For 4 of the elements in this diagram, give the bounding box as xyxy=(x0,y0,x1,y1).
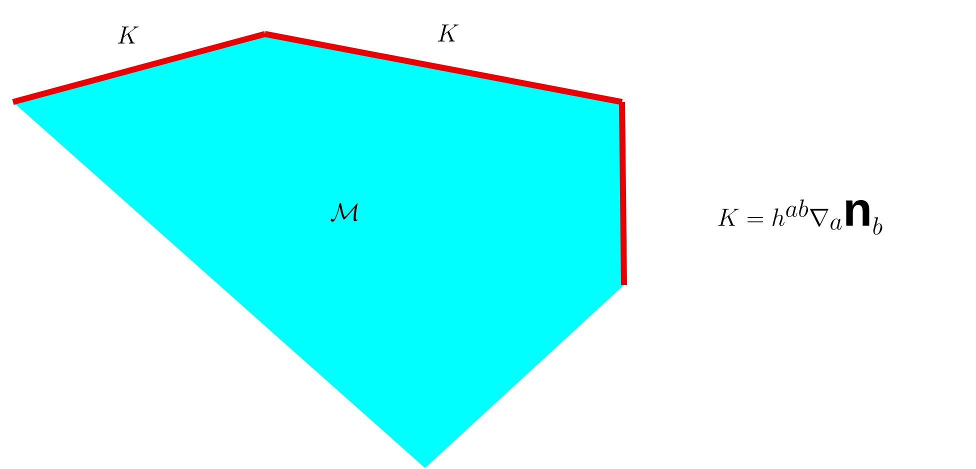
math-label: $\mathcal{M}$ xyxy=(330,202,358,222)
math-label: $K$ xyxy=(438,24,458,42)
math-label: $K$ xyxy=(118,26,138,44)
math-label: $K = h^{ab}\nabla_a \mathbf{n}_b$ xyxy=(718,200,882,235)
